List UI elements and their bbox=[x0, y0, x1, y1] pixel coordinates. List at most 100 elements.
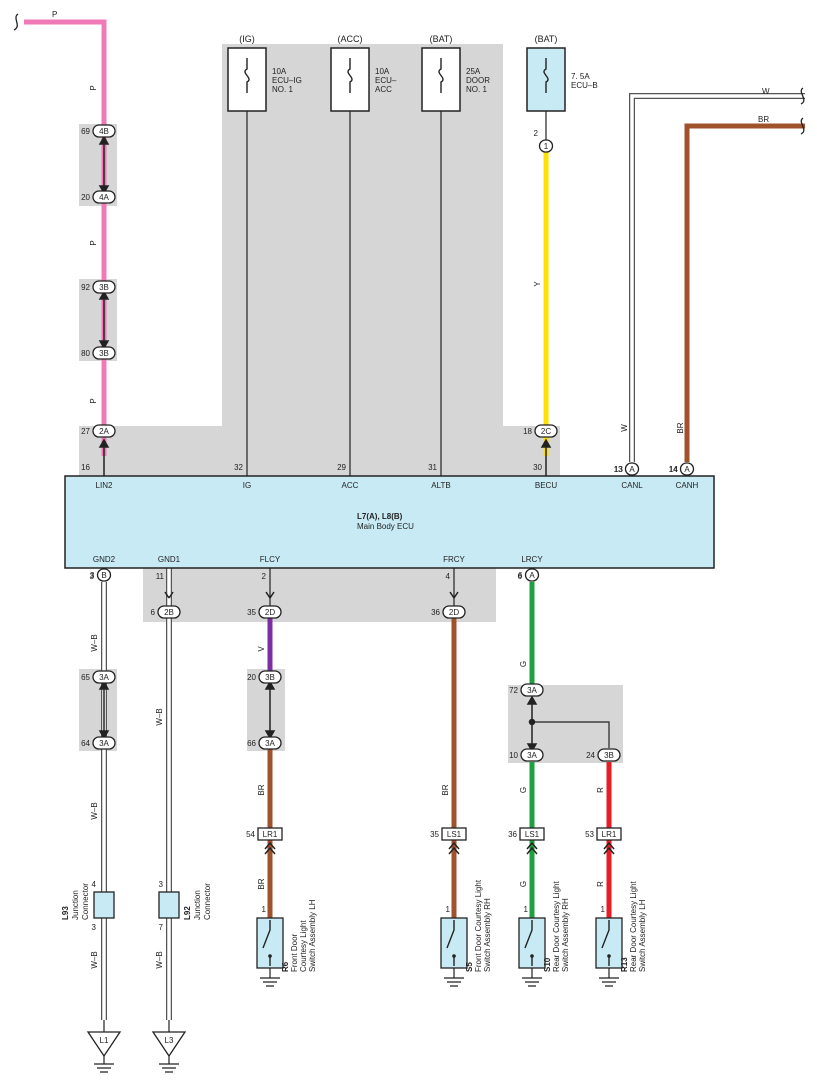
svg-text:7. 5A: 7. 5A bbox=[571, 72, 590, 81]
fuse-ecu-b: (BAT) 7. 5A ECU–B bbox=[526, 34, 598, 112]
svg-text:ACC: ACC bbox=[375, 85, 392, 94]
svg-text:L92: L92 bbox=[183, 906, 192, 920]
svg-text:4: 4 bbox=[446, 572, 451, 581]
junction-l93: 4 3 L93 Junction Connector bbox=[61, 880, 115, 932]
svg-text:LR1: LR1 bbox=[263, 830, 278, 839]
svg-text:S10: S10 bbox=[543, 957, 552, 972]
svg-text:2B: 2B bbox=[164, 608, 174, 617]
svg-text:Switch Assembly LH: Switch Assembly LH bbox=[308, 899, 317, 972]
svg-text:1: 1 bbox=[446, 905, 451, 914]
svg-text:13: 13 bbox=[614, 465, 623, 474]
svg-text:LS1: LS1 bbox=[447, 830, 462, 839]
wire-label: P bbox=[89, 240, 98, 245]
svg-text:A: A bbox=[684, 465, 690, 474]
wire-label: BR bbox=[441, 784, 450, 795]
svg-text:20: 20 bbox=[81, 193, 90, 202]
svg-text:2D: 2D bbox=[449, 608, 459, 617]
svg-text:11: 11 bbox=[156, 572, 165, 581]
svg-text:L7(A), L8(B): L7(A), L8(B) bbox=[357, 512, 403, 521]
svg-text:6: 6 bbox=[518, 571, 523, 580]
svg-text:DOOR: DOOR bbox=[466, 76, 490, 85]
svg-text:(IG): (IG) bbox=[239, 34, 255, 44]
svg-text:2C: 2C bbox=[541, 427, 551, 436]
top-p-label: P bbox=[52, 10, 57, 19]
fuse-door: (BAT) 25A DOOR NO. 1 bbox=[421, 34, 490, 112]
svg-text:CANH: CANH bbox=[676, 481, 699, 490]
svg-text:65: 65 bbox=[81, 673, 90, 682]
wire-label: W–B bbox=[90, 951, 99, 968]
svg-text:25A: 25A bbox=[466, 67, 481, 76]
svg-text:L3: L3 bbox=[165, 1036, 174, 1045]
svg-text:4A: 4A bbox=[99, 193, 109, 202]
svg-text:10A: 10A bbox=[375, 67, 390, 76]
svg-text:LIN2: LIN2 bbox=[96, 481, 113, 490]
connector-pin: B3 bbox=[90, 568, 112, 582]
svg-text:NO. 1: NO. 1 bbox=[466, 85, 487, 94]
wire-label: BR bbox=[257, 878, 266, 889]
svg-text:LRCY: LRCY bbox=[521, 555, 543, 564]
connector-pin: 2B 6 bbox=[151, 605, 181, 619]
wire-label: W–B bbox=[90, 802, 99, 819]
wire-label: W–B bbox=[155, 951, 164, 968]
connector-pin: A13 bbox=[614, 462, 640, 476]
inline-connector: LS1 36 bbox=[508, 827, 545, 855]
svg-text:3: 3 bbox=[92, 923, 97, 932]
svg-text:6: 6 bbox=[151, 608, 156, 617]
svg-text:1: 1 bbox=[601, 905, 606, 914]
junction-l92: 3 7 L92 Junction Connector bbox=[158, 880, 212, 932]
svg-text:LS1: LS1 bbox=[525, 830, 540, 839]
svg-text:LR1: LR1 bbox=[602, 830, 617, 839]
svg-text:13: 13 bbox=[614, 465, 623, 474]
svg-text:92: 92 bbox=[81, 283, 90, 292]
fuse-acc: (ACC) 10A ECU– ACC bbox=[330, 34, 397, 112]
svg-text:6: 6 bbox=[518, 572, 523, 581]
svg-text:ECU–IG: ECU–IG bbox=[272, 76, 302, 85]
svg-text:1: 1 bbox=[524, 905, 529, 914]
wire-label: G bbox=[519, 661, 528, 667]
svg-text:R13: R13 bbox=[620, 957, 629, 972]
wire-label: Y bbox=[533, 281, 542, 287]
svg-text:36: 36 bbox=[508, 830, 517, 839]
svg-text:3: 3 bbox=[159, 880, 164, 889]
svg-text:4B: 4B bbox=[99, 127, 109, 136]
svg-text:66: 66 bbox=[247, 739, 256, 748]
svg-text:16: 16 bbox=[81, 463, 90, 472]
svg-text:3A: 3A bbox=[265, 739, 275, 748]
svg-text:3B: 3B bbox=[99, 283, 109, 292]
svg-text:S5: S5 bbox=[465, 962, 474, 972]
connector-pin: A14 bbox=[669, 462, 695, 476]
svg-text:20: 20 bbox=[247, 673, 256, 682]
svg-text:3A: 3A bbox=[527, 686, 537, 695]
wire-label: G bbox=[519, 787, 528, 793]
svg-text:Junction: Junction bbox=[193, 890, 202, 920]
svg-text:Junction: Junction bbox=[71, 890, 80, 920]
connector-pin: 12 bbox=[534, 129, 554, 153]
svg-text:35: 35 bbox=[430, 830, 439, 839]
svg-text:FLCY: FLCY bbox=[260, 555, 281, 564]
svg-text:Rear Door Courtesy Light: Rear Door Courtesy Light bbox=[552, 881, 561, 972]
svg-text:7: 7 bbox=[159, 923, 164, 932]
wire-label: P bbox=[89, 85, 98, 90]
svg-text:2A: 2A bbox=[99, 427, 109, 436]
wire-label: BR bbox=[676, 422, 685, 433]
connector-pin: A6 bbox=[518, 568, 540, 582]
svg-text:A: A bbox=[529, 571, 535, 580]
svg-text:Connector: Connector bbox=[203, 883, 212, 920]
connector-pin: 3A 66 bbox=[247, 736, 282, 750]
wire-label: V bbox=[257, 646, 266, 652]
